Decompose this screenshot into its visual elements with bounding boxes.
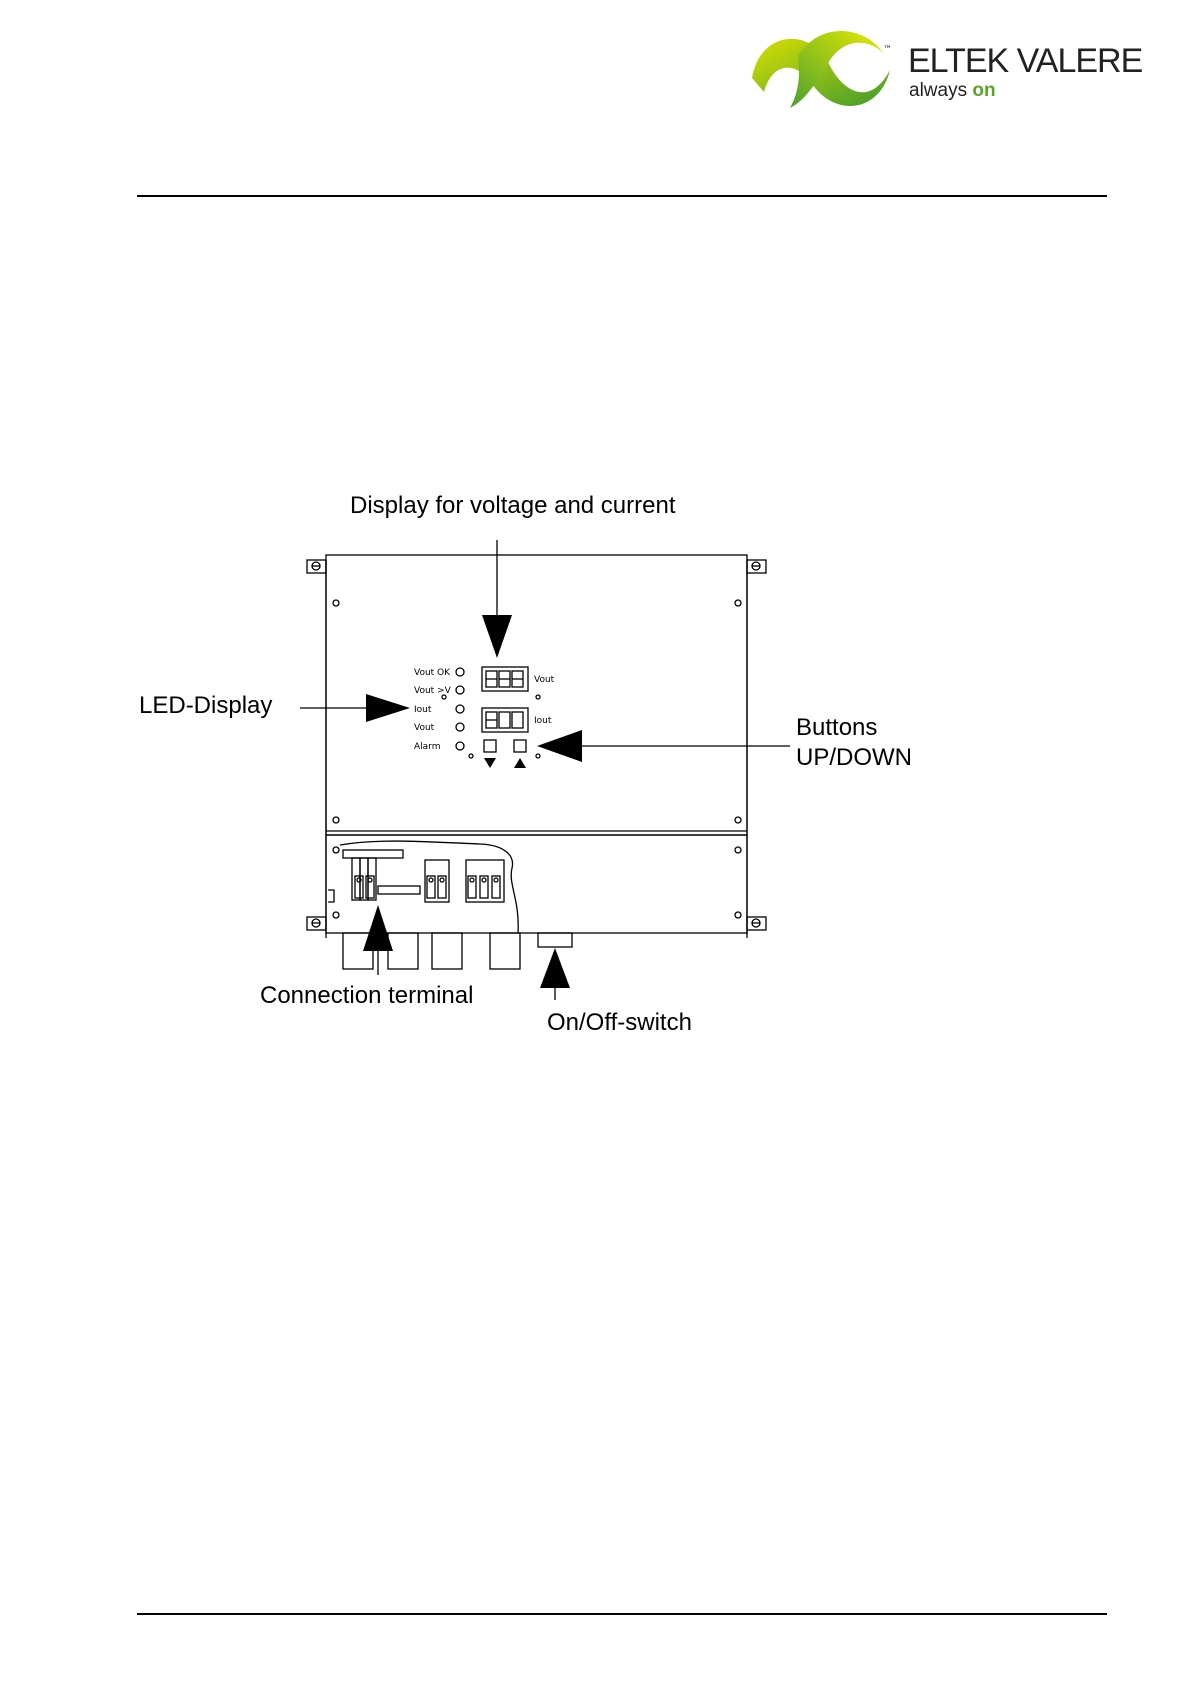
triangle-down-icon xyxy=(484,758,496,768)
display-label-iout: Iout xyxy=(534,716,552,726)
mounting-bracket-bottom-left xyxy=(307,917,326,930)
led-iout xyxy=(456,705,464,713)
button-up xyxy=(514,740,526,752)
triangle-up-icon xyxy=(514,758,526,768)
mounting-bracket-top-left xyxy=(307,560,326,938)
terminal-block-middle xyxy=(425,860,449,902)
vout-display xyxy=(482,667,528,691)
button-down xyxy=(484,740,496,752)
arrow-buttons xyxy=(537,730,582,762)
arrow-connection-terminal xyxy=(363,905,393,951)
on-off-switch xyxy=(538,933,572,947)
led-label-vout: Vout xyxy=(414,723,435,733)
footer-rule xyxy=(137,1613,1107,1615)
arrow-switch xyxy=(540,948,570,988)
led-vout-over xyxy=(456,686,464,694)
led-label-iout: Iout xyxy=(414,705,432,715)
led-label-vout-ok: Vout OK xyxy=(414,668,451,678)
led-label-alarm: Alarm xyxy=(414,742,440,752)
iout-display xyxy=(482,708,528,732)
led-label-vout-over: Vout >V xyxy=(414,686,452,696)
arrow-display xyxy=(482,615,512,658)
led-vout xyxy=(456,723,464,731)
mounting-bracket-top-right xyxy=(747,560,766,938)
terminal-block-right xyxy=(466,860,504,902)
led-alarm xyxy=(456,742,464,750)
cable-gland-3 xyxy=(432,933,462,969)
led-vout-ok xyxy=(456,668,464,676)
mounting-bracket-bottom-right xyxy=(747,917,766,930)
cable-gland-4 xyxy=(490,933,520,969)
arrow-led-display xyxy=(366,694,410,722)
display-label-vout: Vout xyxy=(534,675,555,685)
terminal-block-left xyxy=(355,876,374,898)
